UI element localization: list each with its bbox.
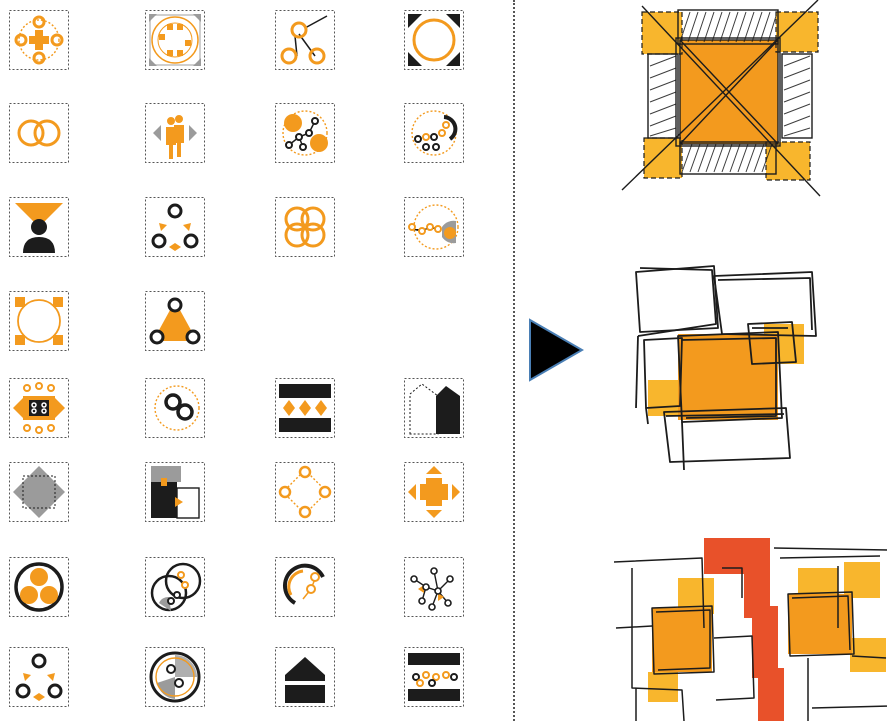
play-arrow-icon bbox=[528, 318, 584, 387]
two-overlapping-rings-icon bbox=[9, 103, 69, 163]
house-profile-icon bbox=[404, 378, 464, 438]
ring-corner-squares-icon bbox=[9, 291, 69, 351]
circle-in-black-corners-icon bbox=[404, 10, 464, 70]
cross-of-circles-icon bbox=[9, 10, 69, 70]
stacked-house-blocks-icon bbox=[275, 647, 335, 707]
gray-diamond-icon bbox=[9, 462, 69, 522]
branching-network-icon bbox=[404, 557, 464, 617]
square-plan-sketch bbox=[618, 0, 828, 200]
network-gray-circle-icon bbox=[404, 197, 464, 257]
three-connected-circles-icon bbox=[275, 10, 335, 70]
person-spotlight-icon bbox=[9, 197, 69, 257]
ring-with-corner-tabs-icon bbox=[145, 10, 205, 70]
boxed-dots-icon bbox=[9, 378, 69, 438]
black-gray-blocks-icon bbox=[145, 462, 205, 522]
dotted-circle-cluster-icon bbox=[404, 103, 464, 163]
triangle-three-circles-icon bbox=[145, 291, 205, 351]
black-bands-triangles-icon bbox=[275, 378, 335, 438]
four-circle-dotted-diamond-icon bbox=[275, 462, 335, 522]
ring-black-gray-wedge-icon bbox=[145, 647, 205, 707]
overlapping-ring-pair-icon bbox=[145, 557, 205, 617]
bands-with-circles-icon bbox=[404, 647, 464, 707]
split-plan-sketch bbox=[612, 538, 887, 721]
orange-cross-arrows-icon bbox=[404, 462, 464, 522]
ring-with-orange-circles-icon bbox=[9, 557, 69, 617]
clustered-rooms-sketch bbox=[626, 258, 826, 478]
dotted-divider bbox=[513, 0, 515, 721]
partial-ring-icon bbox=[275, 557, 335, 617]
three-circles-arrows-icon bbox=[145, 197, 205, 257]
four-overlapping-rings-icon bbox=[275, 197, 335, 257]
three-circles-arrows-icon bbox=[9, 647, 69, 707]
circle-network-icon bbox=[275, 103, 335, 163]
dotted-ring-two-circles-icon bbox=[145, 378, 205, 438]
people-group-arrows-icon bbox=[145, 103, 205, 163]
